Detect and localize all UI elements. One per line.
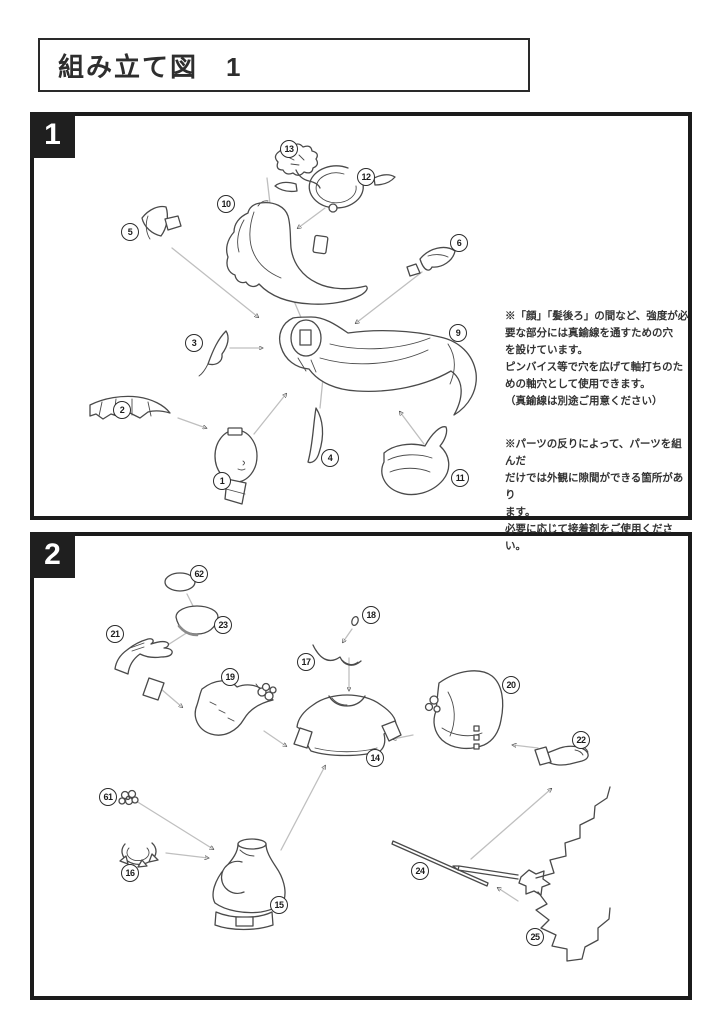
note-line: だけでは外観に隙間ができる箇所があり: [505, 472, 684, 501]
part-badge-6: 6: [450, 234, 468, 252]
part-badge-62: 62: [190, 565, 208, 583]
panel-2-illustration: [114, 572, 611, 962]
part-1-head: [214, 427, 258, 505]
page-title-box: 組み立て図 1: [38, 38, 530, 92]
part-badge-20: 20: [502, 676, 520, 694]
part-badge-21: 21: [106, 625, 124, 643]
part-badge-1: 1: [213, 472, 231, 490]
note-glue: ※パーツの反りによって、パーツを組んだ だけでは外観に隙間ができる箇所があり ま…: [505, 436, 691, 555]
part-24-rod: [391, 840, 489, 887]
arrow-20-to-14: [393, 734, 414, 739]
arrow-1-to-9: [253, 394, 286, 435]
part-15-bust-torso: [212, 838, 286, 931]
part-badge-22: 22: [572, 731, 590, 749]
part-badge-19: 19: [221, 668, 239, 686]
arrow-15-to-14: [280, 766, 325, 851]
part-badge-61: 61: [99, 788, 117, 806]
assembly-arrows-panel-1: [171, 177, 425, 445]
note-brass-wire: ※「顔」「髪後ろ」の間など、強度が必 要な部分には真鍮線を通すための穴 を設けて…: [505, 308, 691, 410]
note-line: ※「顔」「髪後ろ」の間など、強度が必: [505, 310, 689, 322]
part-22-hand-right: [534, 745, 589, 766]
arrow-12-to-10: [298, 207, 326, 228]
part-18-small-piece: [351, 615, 359, 627]
part-badge-14: 14: [366, 749, 384, 767]
note-line: めの軸穴として使用できます。: [505, 378, 651, 390]
arrow-16-to-15: [165, 852, 208, 858]
part-21-hand-left: [114, 638, 173, 701]
part-badge-10: 10: [217, 195, 235, 213]
part-badge-24: 24: [411, 862, 429, 880]
note-line: を設けています。: [505, 344, 588, 356]
part-61-flower: [118, 789, 139, 806]
panel-1: 1: [30, 112, 692, 552]
part-25-streamer-tassel: [452, 786, 611, 962]
part-badge-5: 5: [121, 223, 139, 241]
arrow-11-to-9: [400, 412, 425, 445]
part-badge-25: 25: [526, 928, 544, 946]
part-badge-2: 2: [113, 401, 131, 419]
arrow-2-to-1: [177, 417, 206, 428]
arrow-25-to-24: [498, 888, 519, 902]
part-badge-3: 3: [185, 334, 203, 352]
part-badge-15: 15: [270, 896, 288, 914]
arrow-61-to-15: [135, 800, 213, 849]
arrow-5-to-9: [171, 247, 258, 317]
part-23-hat-bowl: [175, 605, 219, 637]
note-line: ※パーツの反りによって、パーツを組んだ: [505, 438, 682, 467]
arrow-19-to-14: [263, 730, 286, 746]
part-9-back-hair-main: [278, 316, 477, 416]
part-badge-9: 9: [449, 324, 467, 342]
part-14-torso-shirt: [293, 694, 402, 757]
arrow-24-to-22: [470, 789, 551, 860]
part-12-hair-ring: [274, 165, 396, 213]
part-17-collar: [312, 644, 362, 666]
part-4-hair-strand: [307, 407, 324, 464]
part-5-side-piece: [141, 205, 182, 240]
arrow-4-to-9: [319, 378, 323, 409]
part-badge-11: 11: [451, 469, 469, 487]
part-6-side-piece: [406, 246, 456, 277]
part-badge-16: 16: [121, 864, 139, 882]
part-19-sleeve-left: [194, 680, 277, 736]
part-11-hair-bundle: [381, 426, 450, 496]
arrow-22-to-20: [513, 745, 539, 749]
note-line: （真鍮線は別途ご用意ください）: [505, 395, 663, 407]
arrow-18-to-17: [343, 628, 353, 642]
panel-1-illustration: [89, 143, 477, 505]
part-badge-18: 18: [362, 606, 380, 624]
panel-2-number-badge: 2: [30, 532, 75, 578]
part-16-collar-ring: [119, 842, 159, 868]
arrow-6-to-9: [356, 271, 423, 323]
part-badge-12: 12: [357, 168, 375, 186]
part-badge-23: 23: [214, 616, 232, 634]
panel-2: 2: [30, 532, 692, 1000]
part-badge-13: 13: [280, 140, 298, 158]
part-badge-4: 4: [321, 449, 339, 467]
note-line: 要な部分には真鍮線を通すための穴: [505, 327, 673, 339]
note-line: ます。: [505, 506, 536, 518]
part-3-hair-strand: [198, 330, 229, 377]
part-badge-17: 17: [297, 653, 315, 671]
note-line: ピンバイス等で穴を広げて軸打ちのた: [505, 361, 684, 373]
note-line: 必要に応じて接着剤をご使用ください。: [505, 523, 673, 552]
part-10-top-hair: [226, 200, 368, 305]
panel-1-number-badge: 1: [30, 112, 75, 158]
part-20-sleeve-right: [424, 670, 504, 750]
page-title: 組み立て図 1: [58, 51, 243, 82]
